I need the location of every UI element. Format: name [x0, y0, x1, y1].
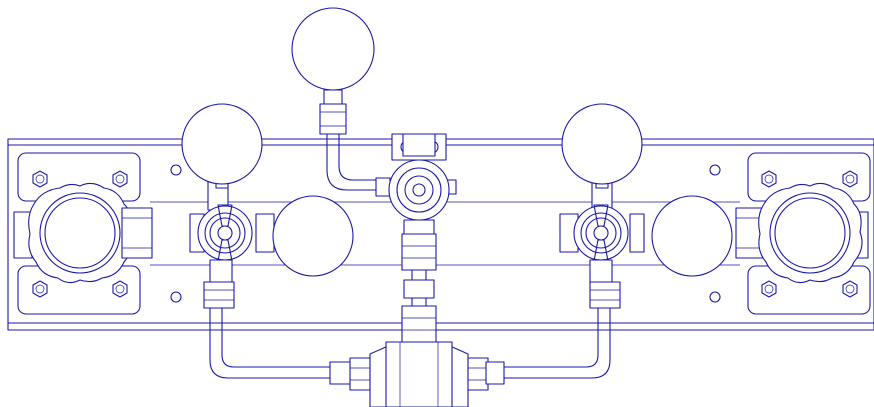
left-upper-gauge	[181, 103, 263, 189]
mounting-hole	[709, 164, 721, 176]
right-cylinder-connection	[735, 182, 869, 284]
top-pressure-gauge	[291, 7, 375, 135]
hex-bolt	[32, 170, 48, 188]
left-outlet-pipe	[209, 304, 331, 379]
hex-bolt	[112, 170, 128, 188]
right-outlet-pipe	[499, 304, 611, 379]
outlet-tee	[329, 341, 505, 407]
left-valve	[189, 179, 275, 283]
right-valve	[559, 179, 645, 283]
right-tube-fitting	[589, 281, 621, 309]
left-lower-gauge	[272, 195, 354, 277]
hex-bolt	[842, 170, 858, 188]
center-pipe	[401, 269, 437, 343]
right-upper-gauge	[561, 103, 643, 189]
hex-bolt	[112, 280, 128, 298]
hex-bolt	[761, 170, 777, 188]
left-cylinder-connection	[13, 182, 153, 284]
hex-bolt	[842, 280, 858, 298]
right-lower-gauge	[651, 195, 733, 277]
hex-bolt	[32, 280, 48, 298]
mounting-hole	[170, 291, 182, 303]
top-gauge-pipe	[326, 131, 381, 191]
left-tube-fitting	[203, 281, 235, 309]
mounting-hole	[709, 291, 721, 303]
center-valve	[375, 133, 457, 271]
mounting-hole	[170, 164, 182, 176]
hex-bolt	[761, 280, 777, 298]
